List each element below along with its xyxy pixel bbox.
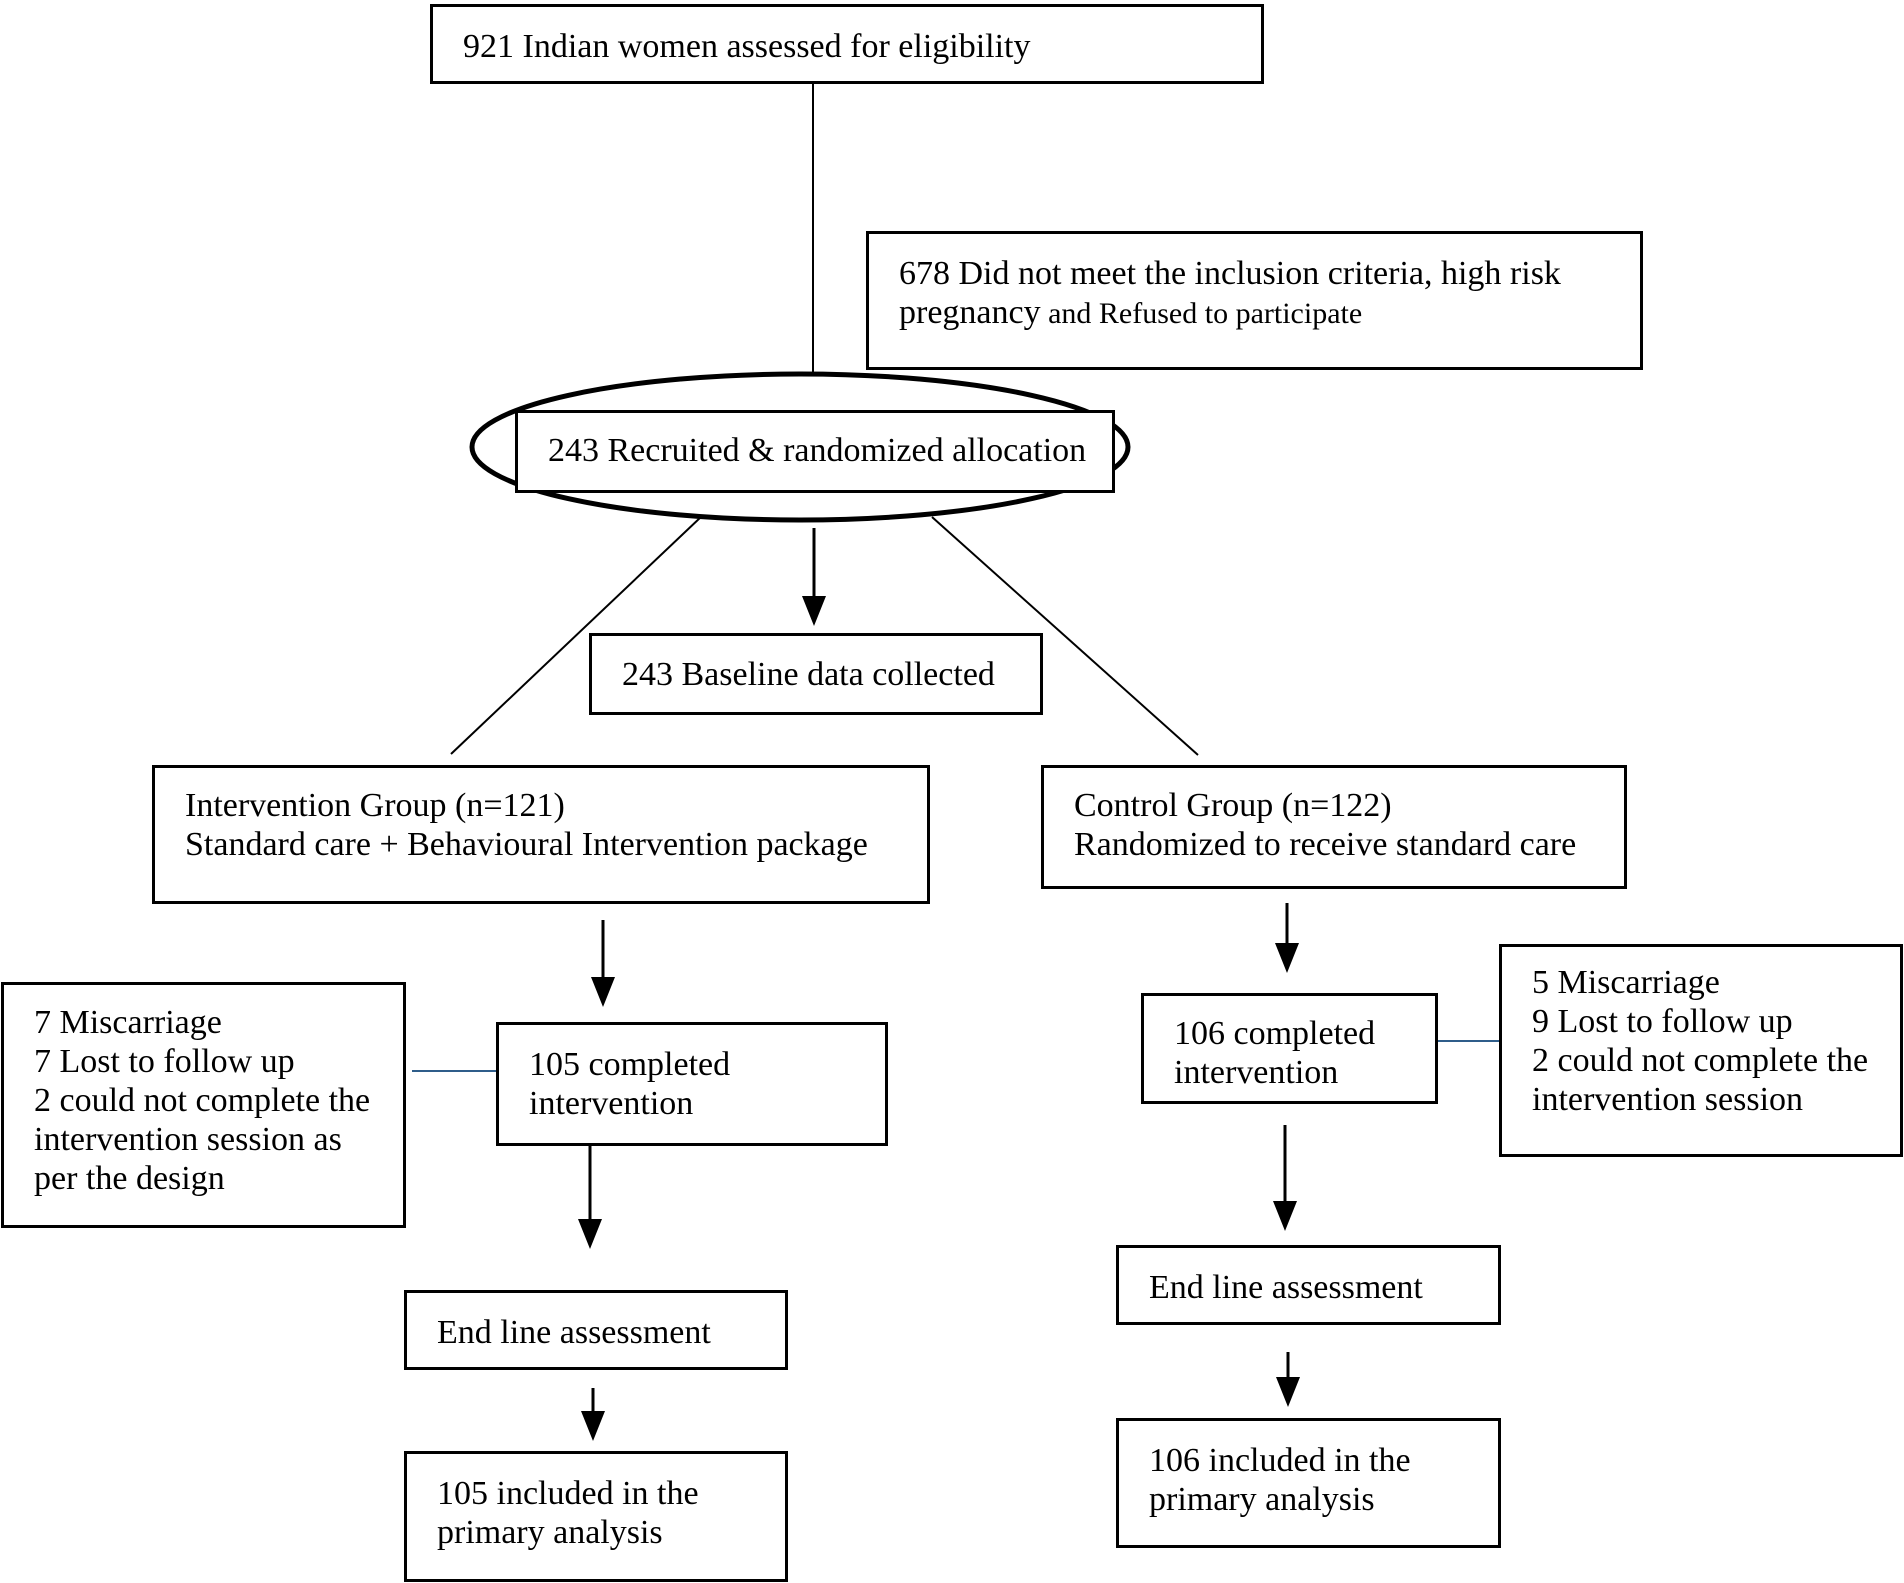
intervention-completed-line-1: 105 completed	[529, 1046, 731, 1083]
intervention-losses-line-2: 7 Lost to follow up	[34, 1043, 295, 1080]
control-group-box: Control Group (n=122) Randomized to rece…	[1041, 765, 1627, 889]
control-analysis-line-1: 106 included in the	[1149, 1442, 1411, 1479]
recruited-line: 243 Recruited & randomized allocation	[548, 432, 1087, 469]
intervention-endline-line: End line assessment	[437, 1314, 711, 1351]
control-losses-line-4: intervention session	[1532, 1081, 1804, 1118]
control-completed-line-2: intervention	[1174, 1054, 1339, 1091]
control-losses-line-1: 5 Miscarriage	[1532, 964, 1720, 1001]
control-analysis-box: 106 included in the primary analysis	[1116, 1418, 1501, 1548]
arrowhead-intervention-completed	[591, 977, 615, 1007]
intervention-group-box: Intervention Group (n=121) Standard care…	[152, 765, 930, 904]
intervention-losses-line-5: per the design	[34, 1160, 225, 1197]
excluded-line-2-tail: and Refused to participate	[1040, 297, 1363, 330]
intervention-group-line-1: Intervention Group (n=121)	[185, 787, 565, 824]
connector-to-intervention-group	[450, 515, 703, 755]
excluded-line-1: 678 Did not meet the inclusion criteria,…	[899, 255, 1561, 292]
randomization-ellipse	[469, 371, 1131, 523]
excluded-box: 678 Did not meet the inclusion criteria,…	[866, 231, 1643, 370]
control-group-line-1: Control Group (n=122)	[1074, 787, 1392, 824]
control-group-line-2: Randomized to receive standard care	[1074, 826, 1577, 863]
intervention-completed-box: 105 completed intervention	[496, 1022, 888, 1146]
baseline-line: 243 Baseline data collected	[622, 656, 995, 693]
baseline-box: 243 Baseline data collected	[589, 633, 1043, 715]
connector-to-control-group	[931, 516, 1199, 756]
arrowhead-control-analysis	[1276, 1377, 1300, 1407]
intervention-losses-line-4: intervention session as	[34, 1121, 342, 1158]
intervention-losses-line-3: 2 could not complete the	[34, 1082, 371, 1119]
arrowhead-baseline	[802, 596, 826, 626]
arrowhead-intervention-analysis	[581, 1411, 605, 1441]
control-losses-line-2: 9 Lost to follow up	[1532, 1003, 1793, 1040]
assessed-box: 921 Indian women assessed for eligibilit…	[430, 4, 1264, 84]
excluded-line-2-text: pregnancy	[899, 294, 1041, 331]
excluded-line-2: pregnancy and Refused to participate	[899, 293, 1612, 333]
intervention-analysis-line-1: 105 included in the	[437, 1475, 699, 1512]
intervention-losses-line-1: 7 Miscarriage	[34, 1004, 222, 1041]
control-endline-box: End line assessment	[1116, 1245, 1501, 1325]
control-endline-line: End line assessment	[1149, 1269, 1423, 1306]
intervention-endline-box: End line assessment	[404, 1290, 788, 1370]
recruited-box: 243 Recruited & randomized allocation	[515, 410, 1115, 493]
arrowhead-intervention-endline	[578, 1219, 602, 1249]
intervention-group-line-2: Standard care + Behavioural Intervention…	[185, 826, 868, 863]
control-losses-box: 5 Miscarriage 9 Lost to follow up 2 coul…	[1499, 944, 1903, 1157]
assessed-line: 921 Indian women assessed for eligibilit…	[463, 28, 1031, 65]
intervention-analysis-box: 105 included in the primary analysis	[404, 1451, 788, 1582]
arrowhead-control-completed	[1275, 943, 1299, 973]
arrowhead-control-endline	[1273, 1201, 1297, 1231]
intervention-losses-box: 7 Miscarriage 7 Lost to follow up 2 coul…	[1, 982, 406, 1228]
control-losses-line-3: 2 could not complete the	[1532, 1042, 1869, 1079]
intervention-completed-line-2: intervention	[529, 1085, 694, 1122]
intervention-analysis-line-2: primary analysis	[437, 1514, 663, 1551]
control-completed-line-1: 106 completed	[1174, 1015, 1376, 1052]
control-completed-box: 106 completed intervention	[1141, 993, 1438, 1104]
control-analysis-line-2: primary analysis	[1149, 1481, 1375, 1518]
